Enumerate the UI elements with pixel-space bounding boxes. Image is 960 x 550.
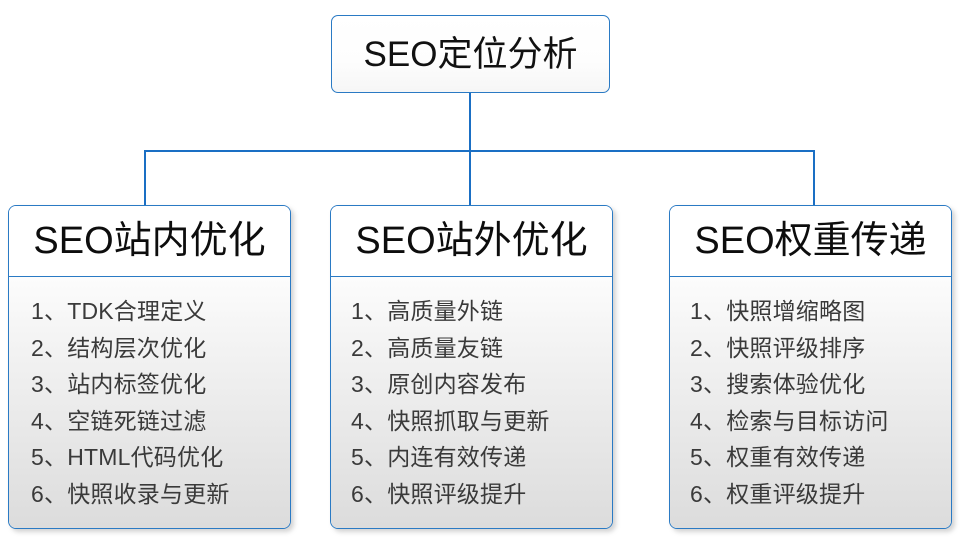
list-item: 3、搜索体验优化 [690,371,866,397]
list-item: 3、站内标签优化 [31,371,207,397]
branch-card-offsite: SEO站外优化 1、高质量外链 2、高质量友链 3、原创内容发布 4、快照抓取与… [330,205,613,529]
connector-root-stem [469,93,471,152]
branch-card-onsite: SEO站内优化 1、TDK合理定义 2、结构层次优化 3、站内标签优化 4、空链… [8,205,291,529]
branch-card-title: SEO站内优化 [33,220,266,262]
connector-drop-center [469,150,471,206]
list-item: 3、原创内容发布 [351,371,527,397]
branch-card-body: 1、快照增缩略图 2、快照评级排序 3、搜索体验优化 4、检索与目标访问 5、权… [670,277,951,528]
branch-card-body: 1、高质量外链 2、高质量友链 3、原创内容发布 4、快照抓取与更新 5、内连有… [331,277,612,528]
list-item: 4、检索与目标访问 [690,407,889,434]
connector-horizontal-bar [144,150,815,152]
list-item: 1、高质量外链 [351,298,504,324]
list-item: 5、权重有效传递 [690,444,866,470]
list-item: 2、结构层次优化 [31,334,207,361]
connector-drop-right [813,150,815,206]
branch-item-list: 1、快照增缩略图 2、快照评级排序 3、搜索体验优化 4、检索与目标访问 5、权… [670,293,951,512]
branch-card-title: SEO站外优化 [355,220,588,262]
branch-card-body: 1、TDK合理定义 2、结构层次优化 3、站内标签优化 4、空链死链过滤 5、H… [9,277,290,528]
list-item: 6、快照评级提升 [351,480,527,507]
branch-card-header: SEO权重传递 [670,206,951,277]
list-item: 6、权重评级提升 [690,480,866,507]
branch-item-list: 1、高质量外链 2、高质量友链 3、原创内容发布 4、快照抓取与更新 5、内连有… [331,293,612,512]
list-item: 5、HTML代码优化 [31,444,224,470]
list-item: 5、内连有效传递 [351,444,527,470]
branch-card-header: SEO站外优化 [331,206,612,277]
branch-card-header: SEO站内优化 [9,206,290,277]
branch-item-list: 1、TDK合理定义 2、结构层次优化 3、站内标签优化 4、空链死链过滤 5、H… [9,293,290,512]
root-node-label: SEO定位分析 [363,34,578,74]
list-item: 2、高质量友链 [351,334,504,361]
list-item: 4、空链死链过滤 [31,407,207,434]
branch-card-weight: SEO权重传递 1、快照增缩略图 2、快照评级排序 3、搜索体验优化 4、检索与… [669,205,952,529]
list-item: 1、TDK合理定义 [31,298,207,324]
list-item: 2、快照评级排序 [690,334,866,361]
branch-card-title: SEO权重传递 [694,220,927,262]
root-node: SEO定位分析 [331,15,610,93]
list-item: 6、快照收录与更新 [31,480,230,507]
connector-drop-left [144,150,146,206]
list-item: 4、快照抓取与更新 [351,407,550,434]
list-item: 1、快照增缩略图 [690,298,866,324]
